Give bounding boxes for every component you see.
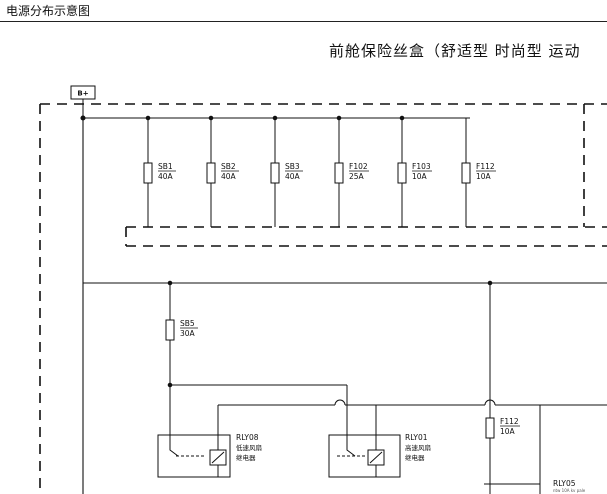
fuse-sb2: [206, 115, 216, 227]
fuse-f112-lower-labels: F112 10A: [500, 417, 520, 436]
fuse-sb5-labels: SB5 30A: [180, 319, 198, 338]
fuse-sb5-rating: 30A: [180, 329, 196, 338]
fuse-f103-name: F103: [412, 162, 431, 171]
fuse-f102-name: F102: [349, 162, 368, 171]
fuse-sb3: [270, 115, 280, 227]
fuse-box-boundary: [39, 103, 607, 494]
diagram-title: 前舱保险丝盒（舒适型 时尚型 运动: [329, 42, 581, 60]
fuse-f112-top-name: F112: [476, 162, 495, 171]
fuse-f112-top-rating: 10A: [476, 172, 492, 181]
fuse-f112-lower-rating: 10A: [500, 427, 516, 436]
relay-rly08: RLY08 低速风扇 继电器: [157, 433, 262, 478]
fuse-f112-top: [461, 118, 471, 227]
battery-terminal: B+: [70, 85, 96, 118]
fuse-sb1-name: SB1: [158, 162, 173, 171]
relay-rly01: RLY01 高速风扇 继电器: [328, 433, 431, 478]
fuse-f103: [397, 115, 407, 227]
relay-rly08-id: RLY08: [236, 433, 259, 442]
fuse-f112-lower-name: F112: [500, 417, 519, 426]
relay-rly08-desc2: 继电器: [236, 453, 256, 462]
battery-terminal-label: B+: [77, 90, 88, 98]
relay-rly05-id: RLY05: [553, 479, 576, 488]
relay-rly01-id: RLY01: [405, 433, 428, 442]
relay-rly05-partial: RLY05 ntw 10A kv pale: [553, 479, 586, 493]
header-divider: [0, 21, 607, 22]
page-header-title: 电源分布示意图: [6, 4, 91, 18]
fuse-f103-rating: 10A: [412, 172, 428, 181]
fuse-sb1-rating: 40A: [158, 172, 174, 181]
relay-rly01-desc2: 继电器: [405, 453, 425, 462]
fuse-f102: [334, 115, 344, 227]
relay-rly08-desc1: 低速风扇: [236, 443, 262, 452]
fuse-sb1: [143, 115, 153, 227]
fuse-f102-rating: 25A: [349, 172, 365, 181]
relay-rly05-sub: ntw 10A kv pale: [553, 488, 586, 493]
fuse-sb3-name: SB3: [285, 162, 300, 171]
top-fuse-labels: SB1 40A SB2 40A SB3 40A F102 25A F103 10…: [158, 162, 496, 181]
relay-rly01-desc1: 高速风扇: [405, 443, 431, 452]
fuse-sb2-name: SB2: [221, 162, 236, 171]
fuse-sb3-rating: 40A: [285, 172, 301, 181]
fuse-sb5-name: SB5: [180, 319, 195, 328]
fan-circuit: [165, 280, 607, 494]
fuse-sb2-rating: 40A: [221, 172, 237, 181]
top-fuse-row: [143, 115, 471, 227]
